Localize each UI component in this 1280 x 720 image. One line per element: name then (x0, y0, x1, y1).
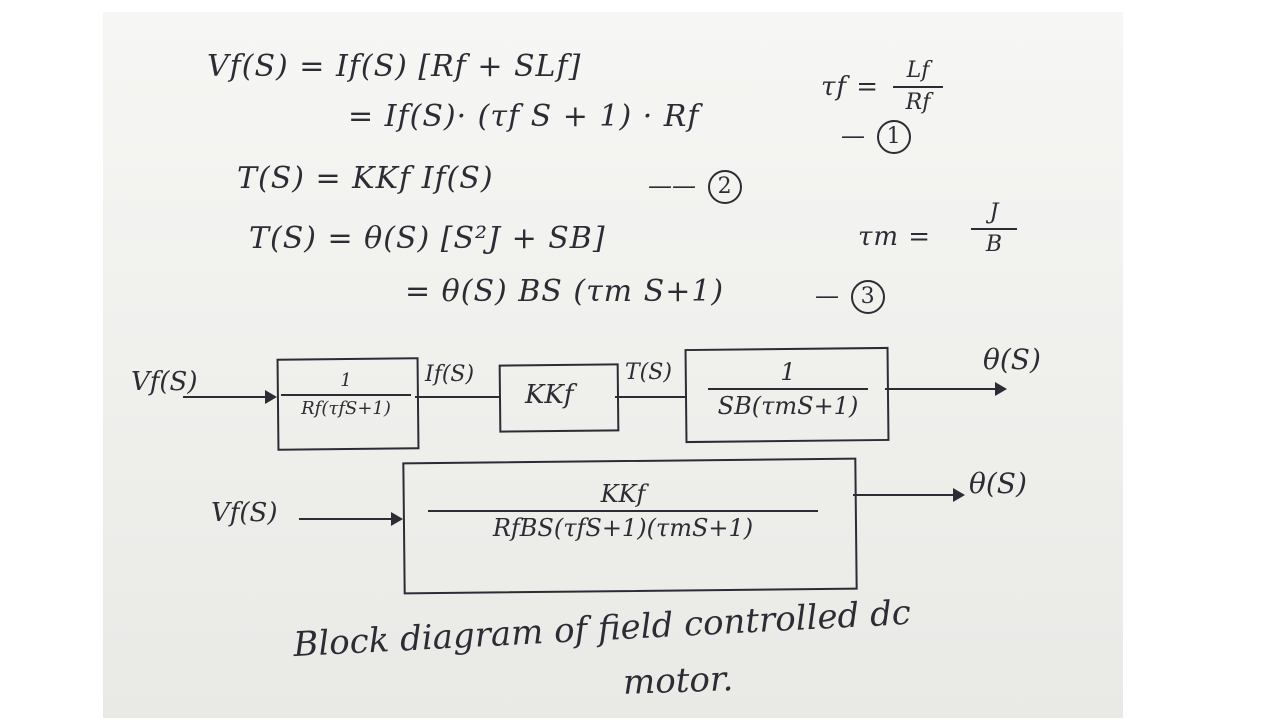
bd2-input-arrow (299, 512, 403, 526)
bd1-signal-2: T(S) (625, 360, 672, 385)
equation-2: T(S) = KKf If(S) (237, 161, 494, 196)
bd1-block-1-denominator: Rf(τfS+1) (281, 394, 411, 418)
bd1-block-3-fraction: 1 SB(τmS+1) (708, 360, 868, 418)
equation-1-ref: — 1 (841, 120, 911, 154)
equation-2-ref: —— 2 (648, 170, 742, 204)
caption-line-2: motor. (622, 659, 734, 703)
tau-m-fraction: J B (971, 202, 1017, 256)
equation-3-ref-number: 3 (850, 280, 885, 314)
equation-1-ref-number: 1 (876, 120, 911, 154)
equation-3-line-1: T(S) = θ(S) [S²J + SB] (249, 221, 606, 256)
tau-m-denominator: B (971, 228, 1017, 256)
bd1-signal-1: If(S) (425, 362, 475, 387)
equation-1-line-1: Vf(S) = If(S) [Rf + SLf] (207, 49, 582, 84)
bd1-output-label: θ(S) (983, 343, 1041, 376)
bd1-link-2 (615, 396, 685, 398)
bd2-input-label: Vf(S) (211, 498, 278, 528)
bd1-link-1 (415, 396, 499, 398)
bd1-block-2-label: KKf (525, 380, 574, 410)
bd1-input-label: Vf(S) (131, 367, 198, 397)
equation-1-line-2: = If(S)· (τf S + 1) · Rf (348, 99, 700, 134)
bd2-block-denominator: RfBS(τfS+1)(τmS+1) (428, 510, 818, 540)
tau-f-fraction: Lf Rf (893, 60, 943, 114)
bd1-input-arrow (183, 390, 277, 404)
bd1-block-3-denominator: SB(τmS+1) (708, 388, 868, 418)
bd2-output-arrow (853, 488, 965, 502)
tau-f-denominator: Rf (893, 86, 943, 114)
tau-f-numerator: Lf (906, 58, 930, 83)
equation-3-line-2: = θ(S) BS (τm S+1) (405, 274, 725, 309)
bd1-block-1-fraction: 1 Rf(τfS+1) (281, 372, 411, 418)
tau-m-numerator: J (989, 200, 999, 225)
bd1-output-arrow (885, 382, 1007, 396)
bd1-block-1-numerator: 1 (340, 370, 352, 391)
caption-line-1: Block diagram of field controlled dc (292, 592, 912, 666)
equation-3-ref: — 3 (815, 280, 885, 314)
equation-2-ref-number: 2 (707, 170, 742, 204)
bd2-block-fraction: KKf RfBS(τfS+1)(τmS+1) (428, 482, 818, 540)
tau-f-label: τf = (821, 72, 880, 102)
bd2-block-numerator: KKf (600, 480, 646, 508)
tau-m-label: τm = (858, 222, 932, 252)
bd2-output-label: θ(S) (969, 467, 1027, 500)
bd1-block-3-numerator: 1 (780, 358, 796, 386)
paper-sheet: Vf(S) = If(S) [Rf + SLf] = If(S)· (τf S … (103, 12, 1123, 718)
